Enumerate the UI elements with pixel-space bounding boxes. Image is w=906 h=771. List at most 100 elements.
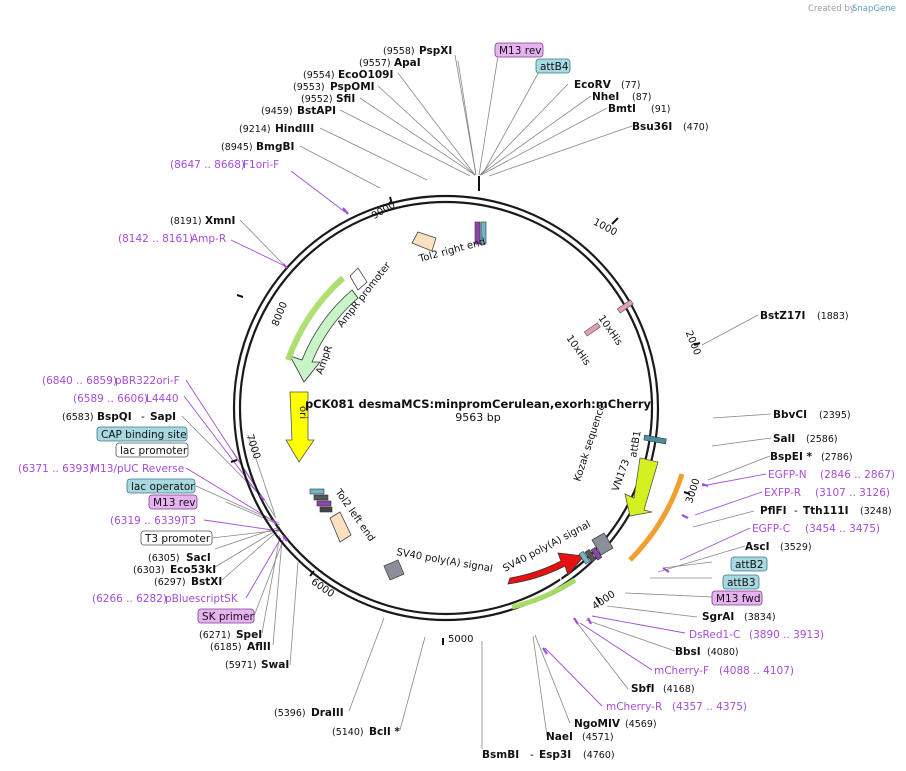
plasmid-name: pCK081 desmaMCS:minpromCerulean,exorh:mC…	[305, 397, 652, 411]
enzyme-nhei[interactable]: NheI	[592, 91, 619, 103]
tick-label-9000: 9000	[370, 200, 398, 222]
box-m13-rev-top[interactable]: M13 rev	[494, 42, 544, 58]
box-m13-fwd[interactable]: M13 fwd	[711, 590, 763, 606]
enzyme-dash-tth111i: -	[794, 505, 798, 517]
enzyme-sbfi[interactable]: SbfI	[631, 683, 655, 695]
ori-label: ori	[297, 406, 308, 419]
box-sk-primer[interactable]: SK primer	[197, 608, 254, 624]
box-cap-binding-site[interactable]: CAP binding site	[96, 426, 188, 442]
enzyme-sfii[interactable]: SfiI	[336, 93, 355, 105]
enzyme-bstapi[interactable]: BstAPI	[297, 105, 336, 117]
enzyme-apai[interactable]: ApaI	[394, 57, 421, 69]
enzyme-sali[interactable]: SalI	[773, 433, 795, 445]
primer-pos-t3: (6319 .. 6339)	[110, 515, 185, 527]
enzyme-pos-ecorv: (77)	[621, 80, 641, 91]
enzyme-bcli[interactable]: BclI *	[369, 726, 400, 738]
enzyme-bstz17i[interactable]: BstZ17I	[760, 310, 805, 322]
enzyme-sgrai[interactable]: SgrAI	[702, 611, 734, 623]
primer-pos-m13puc-reverse: (6371 .. 6393)	[18, 463, 93, 475]
enzyme-draiii[interactable]: DraIII	[311, 707, 344, 719]
enzyme-dash-esp3i: -	[530, 749, 534, 761]
sv40-polya-left-label: SV40 poly(A) signal	[395, 547, 493, 575]
enzyme-bspqi[interactable]: BspQI	[97, 411, 132, 423]
enzyme-naei[interactable]: NaeI	[546, 731, 573, 743]
primer-exfp-r[interactable]: EXFP-R	[764, 487, 801, 499]
box-m13-rev-top-label: M13 rev	[499, 45, 542, 57]
primer-m13puc-reverse[interactable]: M13/pUC Reverse	[91, 463, 184, 475]
enzyme-spei[interactable]: SpeI	[236, 629, 262, 641]
primer-amp-r[interactable]: Amp-R	[191, 233, 226, 245]
primer-pos-amp-r: (8142 .. 8161)	[118, 233, 193, 245]
box-attb2[interactable]: attB2	[730, 556, 768, 572]
attb1-feature	[643, 434, 667, 445]
enzyme-ecoo109i[interactable]: EcoO109I	[338, 69, 393, 81]
primer-f1ori-f[interactable]: F1ori-F	[243, 159, 279, 171]
primer-pos-l4440: (6589 .. 6606)	[73, 393, 148, 405]
10xhis-a-label: 10xHis	[596, 313, 625, 347]
enzyme-saci[interactable]: SacI	[186, 552, 211, 564]
primer-mcherry-f[interactable]: mCherry-F	[654, 665, 709, 677]
m13-rev-top-mark	[474, 221, 481, 245]
enzyme-bmgbi[interactable]: BmgBI	[256, 141, 294, 153]
enzyme-bbvci[interactable]: BbvCI	[773, 409, 807, 421]
box-attb3[interactable]: attB3	[722, 574, 760, 590]
enzyme-pos-swai: (5971)	[225, 660, 257, 671]
tick-marks	[230, 176, 701, 645]
primer-dsred1-c[interactable]: DsRed1-C	[689, 629, 740, 641]
enzyme-xmni[interactable]: XmnI	[205, 215, 235, 227]
snapgene-brand: SnapGene	[852, 4, 896, 14]
enzyme-esp3i[interactable]: Esp3I	[539, 749, 571, 761]
sv40-polya-right-feature	[591, 532, 614, 556]
box-t3-promoter-label: T3 promoter	[144, 533, 211, 545]
enzyme-bsu36i[interactable]: Bsu36I	[632, 121, 672, 133]
enzyme-pos-bcli: (5140)	[332, 727, 364, 738]
enzyme-pspomi[interactable]: PspOMI	[330, 81, 375, 93]
primer-l4440[interactable]: L4440	[146, 393, 179, 405]
primer-pbluescriptsk[interactable]: pBluescriptSK	[165, 593, 239, 605]
primer-egfp-c[interactable]: EGFP-C	[752, 523, 790, 535]
enzyme-ngomiv[interactable]: NgoMIV	[574, 718, 621, 730]
enzyme-pos-xmni: (8191)	[170, 216, 202, 227]
enzyme-bstxi[interactable]: BstXI	[191, 576, 222, 588]
box-t3-promoter[interactable]: T3 promoter	[140, 530, 213, 546]
enzyme-tth111i[interactable]: Tth111I	[803, 505, 848, 517]
primer-pbr322ori-f[interactable]: pBR322ori-F	[115, 375, 180, 387]
box-m13-fwd-label: M13 fwd	[716, 593, 761, 605]
enzyme-bspei[interactable]: BspEI *	[770, 451, 813, 463]
enzyme-ecorv[interactable]: EcoRV	[574, 79, 612, 91]
attb2-attb3-marks	[578, 546, 603, 565]
box-attb4[interactable]: attB4	[535, 58, 571, 74]
enzyme-sapi[interactable]: SapI	[150, 411, 176, 423]
primer-pos-mcherry-r: (4357 .. 4375)	[672, 701, 747, 713]
primer-mcherry-r[interactable]: mCherry-R	[606, 701, 662, 713]
backbone-outer	[232, 194, 660, 622]
mcherry-translation-bar	[511, 577, 577, 610]
enzyme-pos-bstz17i: (1883)	[817, 311, 849, 322]
enzyme-pflfi[interactable]: PflFI	[760, 505, 787, 517]
enzyme-hindiii[interactable]: HindIII	[275, 123, 314, 135]
ori-feature	[285, 391, 315, 463]
enzyme-bbsi[interactable]: BbsI	[675, 646, 701, 658]
box-m13-rev-left[interactable]: M13 rev	[148, 494, 198, 510]
enzyme-pos-sfii: (9552)	[301, 94, 333, 105]
enzyme-bmti[interactable]: BmtI	[608, 103, 636, 115]
enzyme-pos-bstxi: (6297)	[154, 577, 186, 588]
tol2-left-end-feature	[329, 511, 352, 543]
enzyme-swai[interactable]: SwaI	[261, 659, 289, 671]
tick-label-5000: 5000	[448, 634, 473, 645]
enzyme-bsmbi[interactable]: BsmBI	[482, 749, 519, 761]
enzyme-pspxi[interactable]: PspXI	[419, 45, 452, 57]
enzyme-aflii[interactable]: AflII	[247, 641, 271, 653]
enzyme-asci[interactable]: AscI	[745, 541, 770, 553]
ampr-promoter-feature	[349, 267, 368, 291]
enzyme-eco53ki[interactable]: Eco53kI	[170, 564, 216, 576]
tick-label-4000: 4000	[590, 589, 617, 613]
primer-t3[interactable]: T3	[182, 515, 196, 527]
10xhis-b-feature	[583, 322, 601, 337]
box-lac-operator[interactable]: lac operator	[126, 478, 196, 494]
primer-egfp-n[interactable]: EGFP-N	[768, 469, 807, 481]
primer-pos-egfp-n: (2846 .. 2867)	[820, 469, 895, 481]
vn173-label: VN173	[610, 458, 632, 493]
box-lac-promoter[interactable]: lac promoter	[115, 442, 189, 458]
